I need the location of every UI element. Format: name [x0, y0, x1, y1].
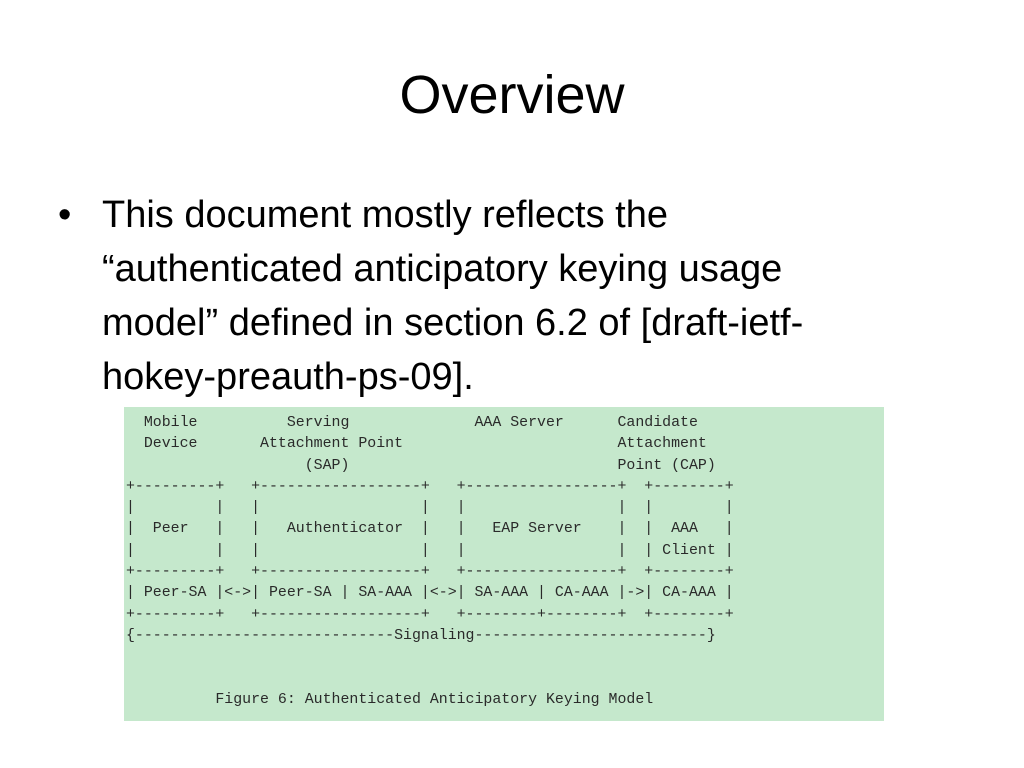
bullet-line: This document mostly reflects the — [102, 194, 668, 236]
figure-line: (SAP) Point (CAP) — [126, 457, 716, 474]
figure-ascii-art: Mobile Serving AAA Server Candidate Devi… — [126, 413, 734, 711]
figure-line: Device Attachment Point Attachment — [126, 436, 707, 453]
bullet-text: This document mostly reflects the “authe… — [102, 188, 952, 404]
bullet-line: model” defined in section 6.2 of [draft-… — [102, 302, 804, 344]
figure-line: +---------+ +------------------+ +------… — [126, 606, 734, 623]
bullet-line: hokey-preauth-ps-09]. — [102, 356, 474, 398]
figure-line: | | | | | | | | — [126, 500, 734, 517]
bullet-dot-icon: • — [58, 194, 72, 236]
figure-line: {-----------------------------Signaling-… — [126, 627, 716, 644]
figure-line: Mobile Serving AAA Server Candidate — [126, 415, 698, 431]
figure-line: +---------+ +------------------+ +------… — [126, 478, 734, 495]
figure-line: +---------+ +------------------+ +------… — [126, 564, 734, 581]
figure-line: | | | | | | | Client | — [126, 542, 734, 559]
figure-diagram: Mobile Serving AAA Server Candidate Devi… — [124, 407, 884, 721]
bullet-line: “authenticated anticipatory keying usage — [102, 248, 783, 290]
figure-line: Figure 6: Authenticated Anticipatory Key… — [126, 691, 654, 708]
figure-line: | Peer | | Authenticator | | EAP Server … — [126, 521, 734, 538]
figure-line: | Peer-SA |<->| Peer-SA | SA-AAA |<->| S… — [126, 585, 734, 602]
slide-title: Overview — [399, 65, 625, 125]
